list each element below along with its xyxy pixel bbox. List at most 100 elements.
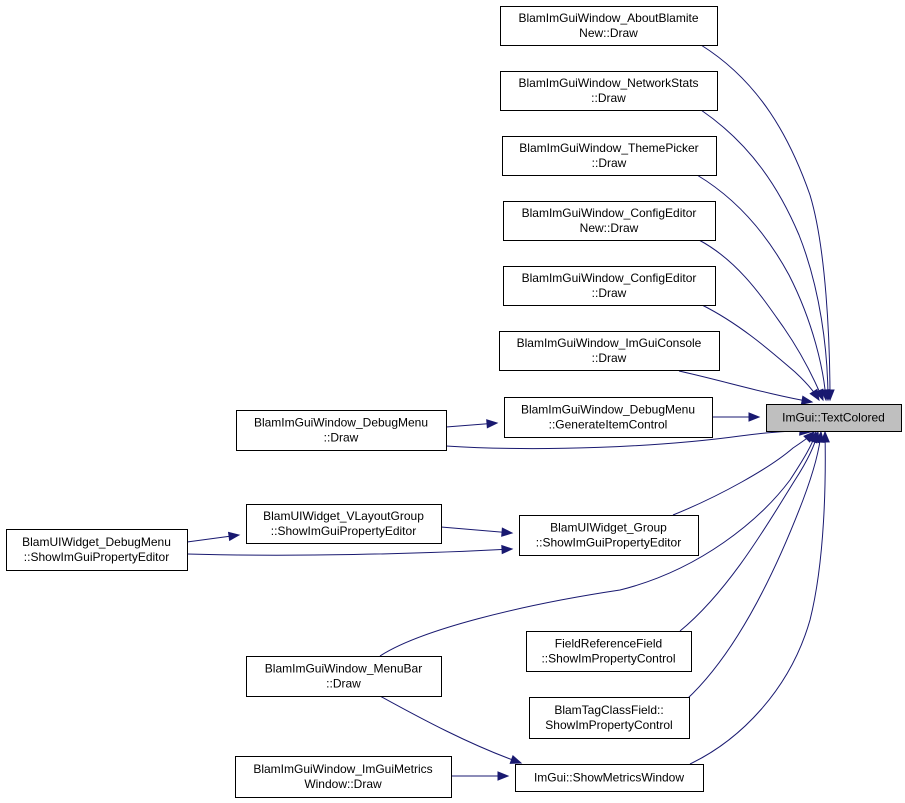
edge-line	[672, 431, 815, 516]
node-dbgdraw[interactable]: BlamImGuiWindow_DebugMenu::Draw	[236, 410, 447, 451]
node-box	[6, 529, 188, 571]
node-label-line1: BlamTagClassField::	[554, 703, 663, 717]
edge-metricsdraw-to-metrics	[451, 771, 510, 781]
arrowhead	[501, 544, 514, 555]
node-label-line2: ::Draw	[592, 351, 627, 365]
node-box	[246, 656, 442, 697]
node-label-line2: ::Draw	[591, 91, 626, 105]
edge-line	[186, 548, 513, 556]
arrowhead	[497, 771, 510, 781]
node-metrics[interactable]: ImGui::ShowMetricsWindow	[515, 764, 704, 792]
edge-console-to-target	[678, 370, 814, 405]
edge-line	[689, 431, 826, 765]
edge-genitem-to-target	[712, 412, 761, 422]
node-box	[246, 504, 442, 544]
edge-menubar-to-metrics	[379, 695, 523, 764]
nodes-layer: ImGui::TextColored BlamImGuiWindow_AboutB…	[6, 6, 902, 798]
node-label-line1: FieldReferenceField	[555, 637, 662, 651]
edge-line	[679, 431, 819, 632]
node-box	[499, 331, 720, 371]
node-box	[766, 404, 902, 432]
edge-cfgnew-to-target	[698, 239, 824, 402]
edge-line	[700, 109, 829, 401]
node-label-line2: ::GenerateItemControl	[549, 418, 668, 432]
arrowhead	[509, 754, 523, 764]
node-label-line1: ImGui::TextColored	[782, 411, 885, 425]
edge-line	[700, 44, 831, 401]
node-fieldref[interactable]: FieldReferenceField::ShowImPropertyContr…	[526, 631, 692, 672]
edge-group-to-target	[672, 431, 815, 516]
node-label-line2: ::Draw	[592, 286, 627, 300]
node-box	[500, 71, 718, 111]
edge-uidbg-to-group	[186, 544, 514, 556]
edge-line	[379, 431, 817, 657]
node-label-line2: ::ShowImPropertyControl	[541, 652, 675, 666]
node-box	[236, 410, 447, 451]
node-label-line1: BlamImGuiWindow_ImGuiConsole	[517, 336, 702, 350]
node-box	[529, 697, 690, 739]
node-label-line1: BlamImGuiWindow_MenuBar	[265, 662, 422, 676]
node-uidbg[interactable]: BlamUIWidget_DebugMenu::ShowImGuiPropert…	[6, 529, 188, 571]
node-label-line2: ::ShowImGuiPropertyEditor	[271, 524, 416, 538]
edge-metrics-to-target	[689, 430, 830, 765]
node-box	[515, 764, 704, 792]
edge-tagclass-to-target	[685, 430, 825, 701]
node-label-line1: BlamUIWidget_VLayoutGroup	[263, 509, 424, 523]
edge-uidbg-to-vlayout	[186, 531, 241, 543]
edge-line	[685, 431, 822, 701]
node-label-line1: BlamImGuiWindow_NetworkStats	[518, 76, 698, 90]
node-label-line2: ::Draw	[326, 677, 361, 691]
node-box	[500, 6, 718, 46]
node-console[interactable]: BlamImGuiWindow_ImGuiConsole::Draw	[499, 331, 720, 371]
node-label-line2: New::Draw	[579, 26, 638, 40]
arrowhead	[748, 412, 761, 422]
node-label-line2: New::Draw	[580, 221, 639, 235]
edge-line	[678, 370, 813, 403]
node-label-line2: ::ShowImGuiPropertyEditor	[24, 550, 169, 564]
node-label-line2: ::ShowImGuiPropertyEditor	[536, 536, 681, 550]
node-menubar[interactable]: BlamImGuiWindow_MenuBar::Draw	[246, 656, 442, 697]
edge-line	[379, 695, 522, 764]
edge-netstats-to-target	[700, 109, 833, 402]
edge-line	[696, 174, 827, 401]
node-box	[503, 201, 716, 241]
node-label-line1: BlamImGuiWindow_AboutBlamite	[518, 11, 698, 25]
node-label-line1: BlamImGuiWindow_ThemePicker	[519, 141, 698, 155]
arrowhead	[227, 531, 241, 542]
node-box	[519, 515, 699, 556]
node-label-line1: ImGui::ShowMetricsWindow	[534, 771, 684, 785]
node-label-line2: ::Draw	[592, 156, 627, 170]
node-netstats[interactable]: BlamImGuiWindow_NetworkStats::Draw	[500, 71, 718, 111]
edge-line	[440, 526, 513, 534]
node-label-line2: ::Draw	[324, 431, 359, 445]
node-box	[504, 397, 713, 438]
node-group[interactable]: BlamUIWidget_Group::ShowImGuiPropertyEdi…	[519, 515, 699, 556]
edge-menubar-to-target	[379, 430, 818, 657]
edge-cfg-to-target	[701, 304, 820, 402]
node-label-line1: BlamImGuiWindow_ImGuiMetrics	[253, 762, 432, 776]
node-label-line1: BlamImGuiWindow_DebugMenu	[521, 403, 695, 417]
node-theme[interactable]: BlamImGuiWindow_ThemePicker::Draw	[502, 136, 717, 176]
node-target[interactable]: ImGui::TextColored	[766, 404, 902, 432]
node-label-line1: BlamUIWidget_Group	[550, 521, 667, 535]
node-box	[503, 266, 716, 306]
edge-dbgdraw-to-genitem	[445, 419, 499, 429]
node-label-line1: BlamImGuiWindow_ConfigEditor	[522, 271, 697, 285]
arrowhead	[501, 527, 514, 537]
node-vlayout[interactable]: BlamUIWidget_VLayoutGroup::ShowImGuiProp…	[246, 504, 442, 544]
node-tagclass[interactable]: BlamTagClassField::ShowImPropertyControl	[529, 697, 690, 739]
edge-vlayout-to-group	[440, 526, 514, 537]
node-label-line2: Window::Draw	[304, 777, 382, 791]
arrowhead	[820, 430, 830, 443]
edge-line	[698, 239, 824, 401]
node-genitem[interactable]: BlamImGuiWindow_DebugMenu::GenerateItemC…	[504, 397, 713, 438]
node-label-line1: BlamUIWidget_DebugMenu	[22, 535, 171, 549]
node-label-line2: ShowImPropertyControl	[545, 718, 672, 732]
node-box	[235, 756, 452, 798]
edge-fieldref-to-target	[679, 430, 820, 632]
node-cfg[interactable]: BlamImGuiWindow_ConfigEditor::Draw	[503, 266, 716, 306]
